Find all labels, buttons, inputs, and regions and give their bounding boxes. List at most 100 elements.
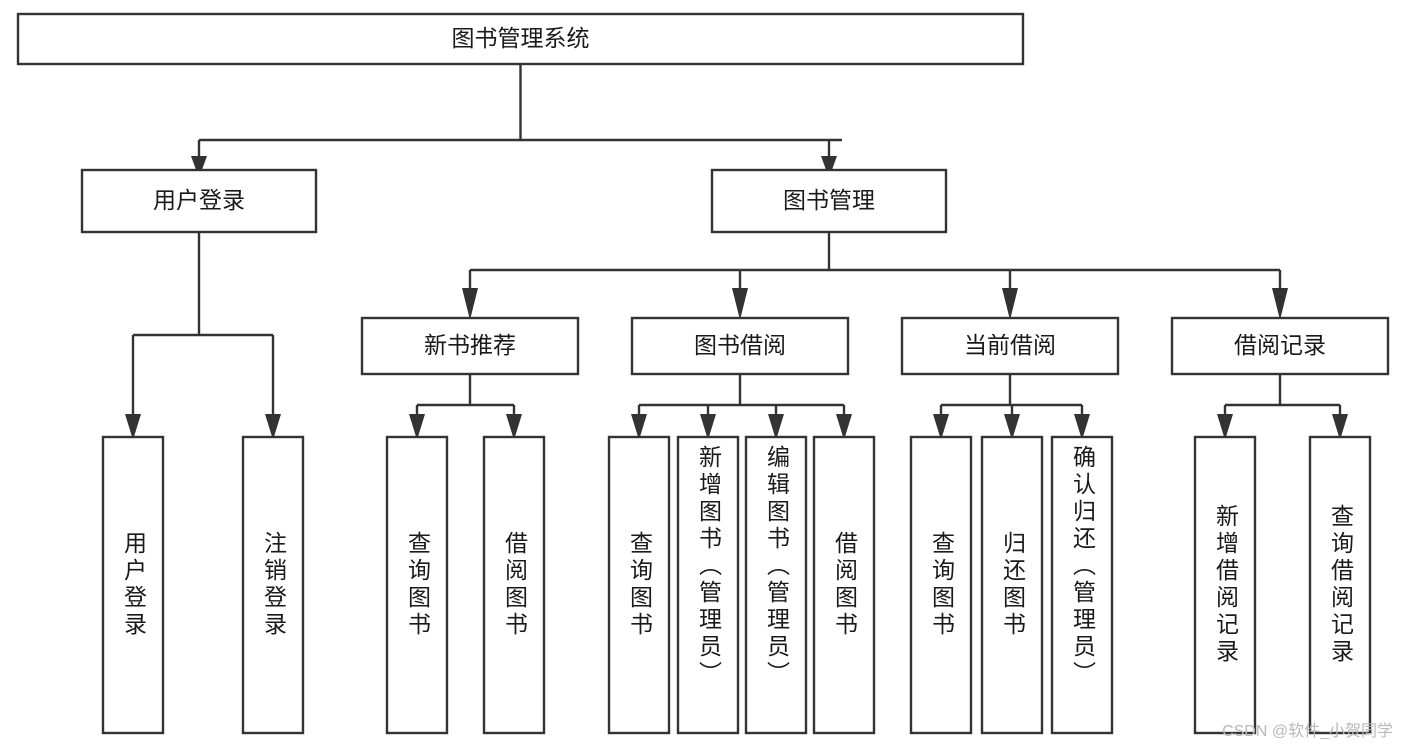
node-leaf-add-book-admin-text-area: 新增图书（管理员） [696,445,722,688]
connector-layer [125,64,1348,440]
node-leaf-add-borrow-record[interactable]: 新增借阅记录 [1193,435,1257,735]
node-leaf-query-book-recommend-label: 查询图书 [404,531,431,639]
node-current-borrow-label: 当前借阅 [964,332,1056,358]
arrow-to-leaf-add-book-admin [700,414,716,440]
node-leaf-borrow-book[interactable]: 借阅图书 [812,435,876,735]
arrow-to-leaf-user-login [125,414,141,440]
node-current-borrow-box[interactable] [900,316,1120,376]
node-leaf-borrow-book-recommend[interactable]: 借阅图书 [482,435,546,735]
node-leaf-edit-book-admin-box[interactable] [744,435,808,735]
node-layer: 图书管理系统 用户登录 图书管理 新书推荐 图书借阅 [16,12,1390,735]
node-leaf-confirm-return-admin[interactable]: 确认归还（管理员） [1050,435,1114,735]
node-leaf-query-borrow-record-label: 查询借阅记录 [1327,504,1354,666]
node-leaf-add-borrow-record-box[interactable] [1193,435,1257,735]
node-leaf-borrow-book-recommend-box[interactable] [482,435,546,735]
node-leaf-query-book-borrow-text-area: 查询图书 [626,531,653,639]
node-leaf-query-book-current-text-area: 查询图书 [928,531,955,639]
node-leaf-borrow-book-label: 借阅图书 [831,531,858,639]
node-root[interactable]: 图书管理系统 [16,12,1025,66]
node-leaf-return-book-box[interactable] [980,435,1044,735]
node-user-login-box[interactable] [80,168,318,234]
node-leaf-user-login-box[interactable] [101,435,165,735]
node-leaf-borrow-book-recommend-label: 借阅图书 [501,531,528,639]
node-leaf-query-book-current[interactable]: 查询图书 [909,435,973,735]
node-borrow-record-box[interactable] [1170,316,1390,376]
node-leaf-user-login-label: 用户登录 [120,531,147,639]
node-book-management-box[interactable] [710,168,948,234]
node-root-box[interactable] [16,12,1025,66]
node-leaf-borrow-book-box[interactable] [812,435,876,735]
node-leaf-logout-login-text-area: 注销登录 [260,531,287,639]
node-leaf-add-borrow-record-text-area: 新增借阅记录 [1212,504,1239,666]
edge-borrowrecord-to-leaf-bus [1223,374,1342,425]
node-leaf-user-login-text-area: 用户登录 [120,531,147,639]
arrow-to-user-login [191,156,207,178]
node-leaf-user-login[interactable]: 用户登录 [101,435,165,735]
node-leaf-query-book-borrow-label: 查询图书 [626,531,653,639]
node-user-login[interactable]: 用户登录 [80,168,318,234]
node-book-management-label: 图书管理 [783,187,875,213]
node-leaf-return-book-label: 归还图书 [999,531,1026,639]
node-leaf-add-book-admin[interactable]: 新增图书（管理员） [676,435,740,735]
edge-userlogin-to-leaf-bus [131,232,275,425]
node-new-book-recommend[interactable]: 新书推荐 [360,316,580,376]
arrow-to-leaf-logout-login [265,414,281,440]
arrow-to-book-management [821,156,837,178]
node-leaf-edit-book-admin[interactable]: 编辑图书（管理员） [744,435,808,735]
arrow-to-leaf-return-book [1004,414,1020,440]
node-book-borrow[interactable]: 图书借阅 [630,316,850,376]
edge-recommend-to-leaf-bus [415,374,516,425]
edge-bookmgmt-to-level3-bus [468,232,1282,292]
node-leaf-add-borrow-record-label: 新增借阅记录 [1212,504,1239,666]
node-leaf-confirm-return-admin-box[interactable] [1050,435,1114,735]
node-leaf-logout-login[interactable]: 注销登录 [241,435,305,735]
node-leaf-query-borrow-record-text-area: 查询借阅记录 [1327,504,1354,666]
node-leaf-query-book-borrow-box[interactable] [607,435,671,735]
arrow-to-leaf-edit-book-admin [768,414,784,440]
node-leaf-query-book-borrow[interactable]: 查询图书 [607,435,671,735]
node-leaf-query-borrow-record-box[interactable] [1308,435,1372,735]
node-book-borrow-box[interactable] [630,316,850,376]
node-user-login-label: 用户登录 [153,187,245,213]
node-leaf-query-book-current-label: 查询图书 [928,531,955,639]
arrow-to-leaf-add-borrow-record [1217,414,1233,440]
node-leaf-return-book-text-area: 归还图书 [999,531,1026,639]
node-leaf-logout-login-box[interactable] [241,435,305,735]
csdn-watermark: CSDN @软件_小贺同学 [1222,723,1393,740]
node-current-borrow[interactable]: 当前借阅 [900,316,1120,376]
arrow-to-borrow-record [1272,288,1288,320]
edge-bookborrow-to-leaf-bus [637,374,846,425]
node-leaf-borrow-book-recommend-text-area: 借阅图书 [501,531,528,639]
node-leaf-return-book[interactable]: 归还图书 [980,435,1044,735]
node-new-book-recommend-box[interactable] [360,316,580,376]
node-leaf-confirm-return-admin-label: 确认归还（管理员） [1069,445,1096,688]
edge-root-to-level2-bus [197,64,842,158]
node-root-label: 图书管理系统 [452,25,590,51]
node-leaf-query-book-current-box[interactable] [909,435,973,735]
arrow-to-leaf-confirm-return-admin [1074,414,1090,440]
arrow-to-new-book-recommend [462,288,478,320]
node-leaf-edit-book-admin-label: 编辑图书（管理员） [763,445,790,688]
arrow-to-leaf-borrow-book-recommend [506,414,522,440]
node-leaf-edit-book-admin-text-area: 编辑图书（管理员） [763,445,790,688]
arrow-to-leaf-query-borrow-record [1332,414,1348,440]
node-leaf-logout-login-label: 注销登录 [260,531,287,639]
arrow-to-leaf-query-book-borrow [631,414,647,440]
node-book-management[interactable]: 图书管理 [710,168,948,234]
node-leaf-query-book-recommend-text-area: 查询图书 [404,531,431,639]
arrow-to-book-borrow [732,288,748,320]
arrow-to-leaf-query-book-recommend [409,414,425,440]
node-leaf-add-book-admin-box[interactable] [676,435,740,735]
node-leaf-query-book-recommend[interactable]: 查询图书 [385,435,449,735]
node-leaf-borrow-book-text-area: 借阅图书 [831,531,858,639]
arrow-to-leaf-query-book-current [933,414,949,440]
node-leaf-query-book-recommend-box[interactable] [385,435,449,735]
node-borrow-record[interactable]: 借阅记录 [1170,316,1390,376]
arrow-to-current-borrow [1002,288,1018,320]
node-leaf-confirm-return-admin-text-area: 确认归还（管理员） [1069,445,1096,688]
node-new-book-recommend-label: 新书推荐 [424,332,516,358]
node-leaf-query-borrow-record[interactable]: 查询借阅记录 [1308,435,1372,735]
arrow-to-leaf-borrow-book [836,414,852,440]
